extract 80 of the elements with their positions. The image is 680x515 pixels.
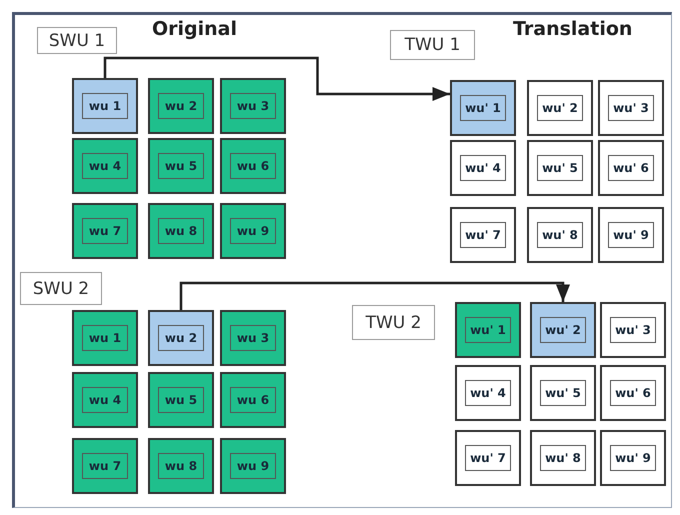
work-unit-label: wu 8 bbox=[158, 218, 204, 244]
work-unit-tile bbox=[72, 203, 138, 259]
work-unit-label: wu 6 bbox=[230, 153, 276, 179]
work-unit-tile bbox=[598, 140, 664, 196]
work-unit-label: wu 3 bbox=[230, 325, 276, 351]
work-unit-tile bbox=[148, 372, 214, 428]
work-unit-label: wu 9 bbox=[230, 453, 276, 479]
work-unit-tile bbox=[455, 430, 521, 486]
work-unit-label: wu' 3 bbox=[608, 95, 654, 121]
work-unit-label: wu 3 bbox=[230, 93, 276, 119]
work-unit-tile bbox=[598, 207, 664, 263]
work-unit-tile bbox=[530, 365, 596, 421]
work-unit-label: wu' 9 bbox=[608, 222, 654, 248]
work-unit-tile bbox=[220, 310, 286, 366]
work-unit-tile bbox=[72, 438, 138, 494]
work-unit-tile bbox=[148, 203, 214, 259]
work-unit-tile bbox=[455, 365, 521, 421]
work-unit-tile bbox=[148, 78, 214, 134]
work-unit-tile bbox=[450, 140, 516, 196]
work-unit-tile bbox=[220, 438, 286, 494]
work-unit-label: wu' 4 bbox=[460, 155, 506, 181]
work-unit-label: wu' 5 bbox=[540, 380, 586, 406]
work-unit-label: wu 5 bbox=[158, 153, 204, 179]
work-unit-label: wu' 3 bbox=[610, 317, 656, 343]
unit-name-label: TWU 2 bbox=[352, 305, 435, 340]
work-unit-label: wu' 6 bbox=[610, 380, 656, 406]
work-unit-tile bbox=[148, 138, 214, 194]
work-unit-label: wu' 6 bbox=[608, 155, 654, 181]
work-unit-tile bbox=[220, 203, 286, 259]
column-heading: Translation bbox=[513, 18, 632, 40]
work-unit-label: wu 4 bbox=[82, 387, 128, 413]
work-unit-label: wu 1 bbox=[82, 93, 128, 119]
work-unit-label: wu' 7 bbox=[460, 222, 506, 248]
work-unit-tile bbox=[598, 80, 664, 136]
work-unit-tile bbox=[148, 438, 214, 494]
work-unit-label: wu' 8 bbox=[540, 445, 586, 471]
work-unit-tile bbox=[530, 430, 596, 486]
work-unit-tile bbox=[527, 140, 593, 196]
work-unit-label: wu' 4 bbox=[464, 380, 512, 406]
unit-name-label: SWU 2 bbox=[20, 272, 102, 305]
work-unit-label: wu 2 bbox=[158, 325, 204, 351]
work-unit-label: wu 6 bbox=[230, 387, 276, 413]
work-unit-tile bbox=[450, 207, 516, 263]
work-unit-tile bbox=[455, 302, 521, 358]
work-unit-label: wu' 8 bbox=[536, 222, 584, 248]
arrow bbox=[104, 56, 450, 101]
work-unit-label: wu 2 bbox=[158, 93, 204, 119]
work-unit-tile bbox=[600, 302, 666, 358]
work-unit-tile bbox=[220, 78, 286, 134]
column-heading: Original bbox=[152, 18, 238, 40]
work-unit-label: wu' 2 bbox=[540, 317, 586, 343]
work-unit-tile bbox=[72, 78, 138, 134]
work-unit-label: wu' 1 bbox=[460, 95, 506, 121]
unit-name-label: TWU 1 bbox=[390, 30, 475, 60]
work-unit-label: wu' 7 bbox=[464, 445, 512, 471]
work-unit-tile bbox=[527, 207, 593, 263]
work-unit-label: wu 7 bbox=[82, 453, 128, 479]
work-unit-tile bbox=[450, 80, 516, 136]
unit-name-label: SWU 1 bbox=[37, 27, 117, 54]
work-unit-label: wu 9 bbox=[230, 218, 276, 244]
work-unit-tile bbox=[148, 310, 214, 366]
work-unit-tile bbox=[220, 138, 286, 194]
work-unit-tile bbox=[72, 310, 138, 366]
work-unit-label: wu' 5 bbox=[536, 155, 584, 181]
work-unit-label: wu 4 bbox=[82, 153, 128, 179]
work-unit-tile bbox=[600, 365, 666, 421]
work-unit-tile bbox=[530, 302, 596, 358]
work-unit-tile bbox=[220, 372, 286, 428]
work-unit-label: wu 7 bbox=[82, 218, 128, 244]
work-unit-label: wu 5 bbox=[158, 387, 204, 413]
work-unit-label: wu 8 bbox=[158, 453, 204, 479]
work-unit-label: wu' 9 bbox=[610, 445, 656, 471]
work-unit-label: wu' 1 bbox=[464, 317, 512, 343]
work-unit-tile bbox=[72, 138, 138, 194]
work-unit-tile bbox=[72, 372, 138, 428]
work-unit-tile bbox=[527, 80, 593, 136]
work-unit-label: wu' 2 bbox=[536, 95, 584, 121]
work-unit-label: wu 1 bbox=[82, 325, 128, 351]
arrow bbox=[180, 282, 570, 310]
work-unit-tile bbox=[600, 430, 666, 486]
